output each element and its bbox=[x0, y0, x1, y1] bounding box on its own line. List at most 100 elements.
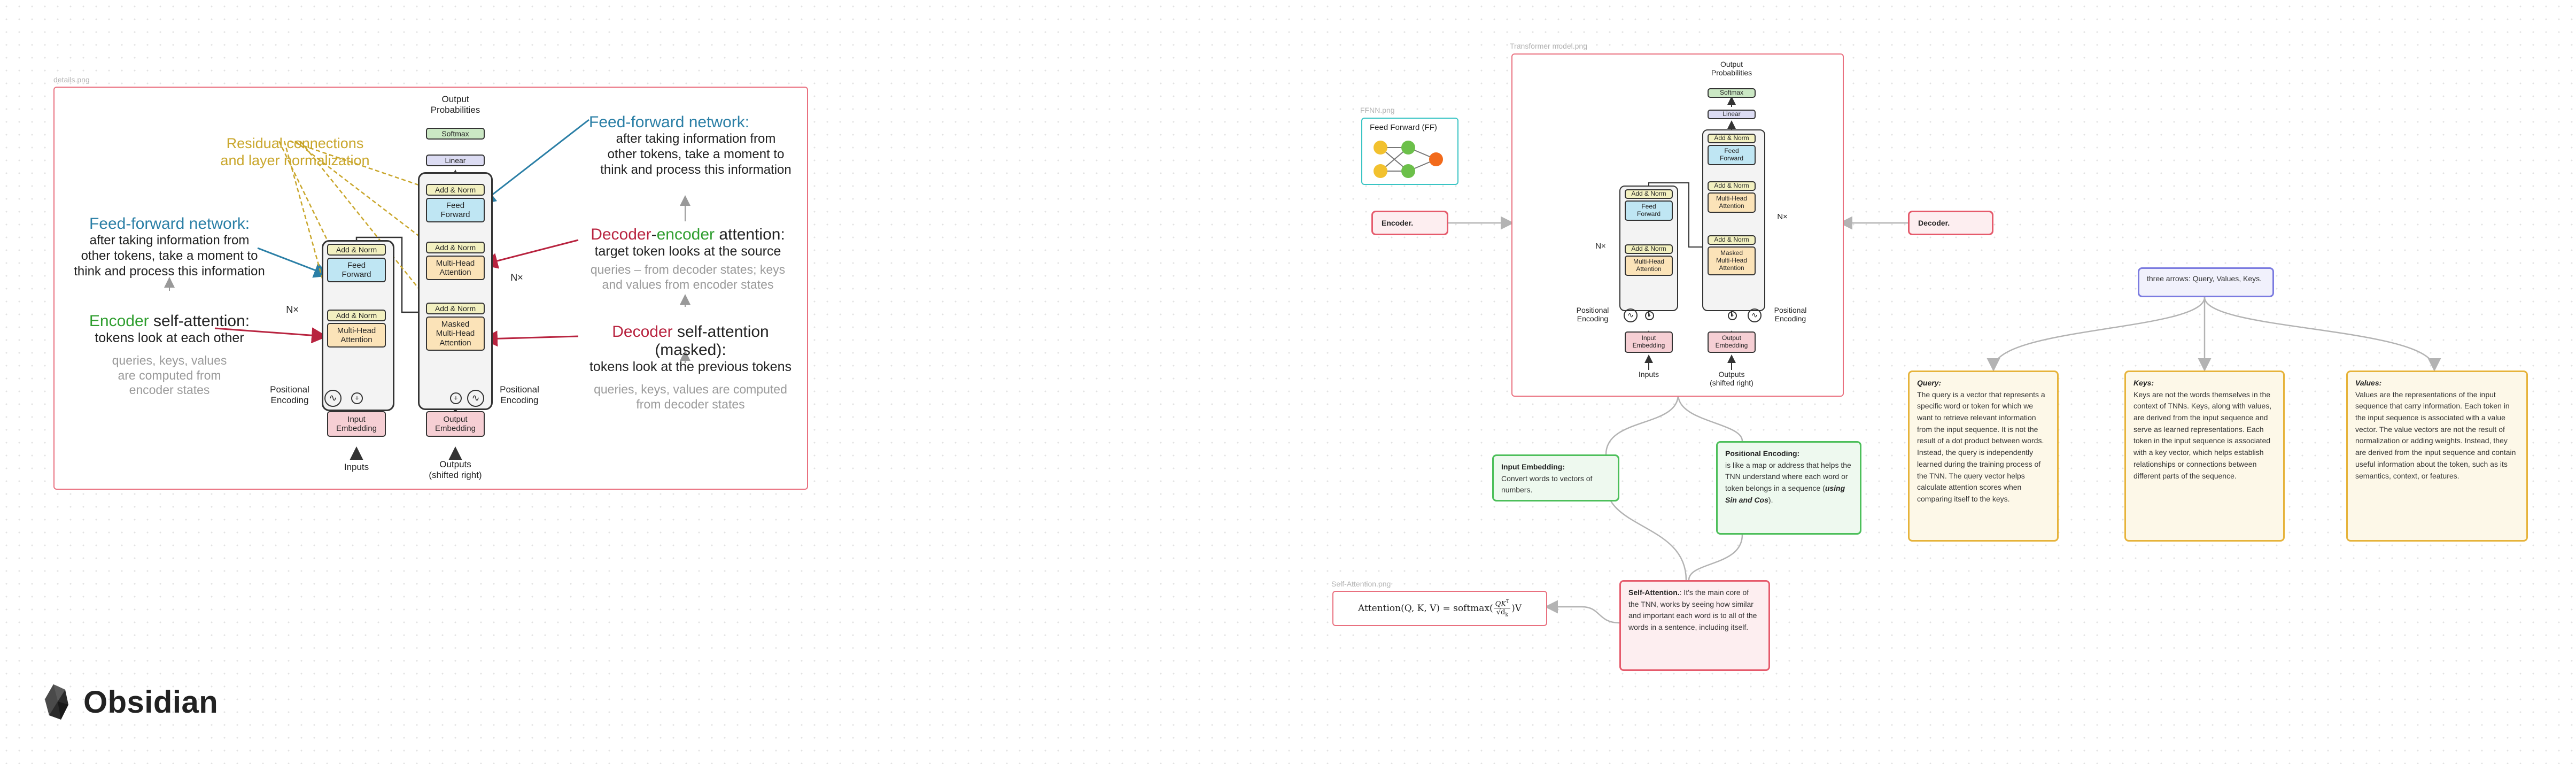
positional-title: Positional Encoding: bbox=[1725, 449, 1800, 458]
dec-self-gray: queries, keys, values are computed from … bbox=[594, 382, 787, 411]
self-attention-title: Self-Attention. bbox=[1628, 588, 1680, 597]
attention-formula-image[interactable]: Attention(Q, K, V) = softmax( QKT √dk )V bbox=[1332, 591, 1547, 626]
t-output-probabilities: Output Probabilities bbox=[1711, 60, 1752, 77]
enc-self-rest: self-attention: bbox=[149, 312, 250, 330]
dec-linear: Linear bbox=[426, 155, 485, 166]
encoder-card-text: Encoder. bbox=[1382, 219, 1414, 227]
encoder-self-attention-annotation: Encoder self-attention: tokens look at e… bbox=[79, 312, 260, 398]
t-dec-multi-head-attention: Multi-Head Attention bbox=[1708, 192, 1756, 213]
query-title: Query: bbox=[1917, 379, 1942, 387]
dec-enc-body: target token looks at the source bbox=[594, 244, 781, 259]
t-dec-add-norm-1: Add & Norm bbox=[1708, 134, 1756, 143]
dec-feed-forward: Feed Forward bbox=[426, 198, 485, 222]
dec-sine-icon: ∿ bbox=[467, 390, 484, 407]
t-decoder-nx: N× bbox=[1777, 212, 1788, 221]
dec-enc-word2: encoder bbox=[656, 226, 715, 243]
enc-sine-icon: ∿ bbox=[324, 390, 342, 407]
ffnn-image[interactable]: Feed Forward (FF) bbox=[1361, 118, 1458, 185]
ffn-left-title: Feed-forward network: bbox=[89, 215, 250, 233]
outputs-label: Outputs (shifted right) bbox=[429, 459, 482, 480]
positional-body: is like a map or address that helps the … bbox=[1725, 460, 1851, 493]
t-enc-feed-forward: Feed Forward bbox=[1625, 200, 1673, 221]
enc-plus-icon: + bbox=[351, 392, 363, 404]
inputs-label: Inputs bbox=[344, 462, 369, 472]
values-body: Values are the representations of the in… bbox=[2355, 390, 2516, 480]
formula-sub: k bbox=[1505, 612, 1508, 618]
ffn-right-title: Feed-forward network: bbox=[589, 113, 750, 131]
values-title: Values: bbox=[2355, 379, 2382, 387]
input-embedding-body: Convert words to vectors of numbers. bbox=[1501, 474, 1593, 495]
decoder-card[interactable]: Decoder. bbox=[1908, 211, 1993, 235]
t-enc-add-norm-bottom: Add & Norm bbox=[1625, 244, 1673, 254]
dec-enc-rest: attention: bbox=[715, 226, 785, 243]
t-dec-masked-attention: Masked Multi-Head Attention bbox=[1708, 246, 1756, 275]
file-label-transformer: Transformer model.png bbox=[1510, 42, 1587, 50]
dec-add-norm-3: Add & Norm bbox=[426, 303, 485, 314]
enc-feed-forward: Feed Forward bbox=[327, 258, 386, 282]
dec-masked-attention: Masked Multi-Head Attention bbox=[426, 317, 485, 351]
self-attention-body: : It's the main core of the TNN, works b… bbox=[1628, 588, 1757, 632]
file-label-ffnn: FFNN.png bbox=[1360, 106, 1395, 114]
dec-multi-head-attention: Multi-Head Attention bbox=[426, 256, 485, 280]
dec-enc-word1: Decoder bbox=[591, 226, 651, 243]
input-embedding-title: Input Embedding: bbox=[1501, 462, 1565, 471]
three-arrows-card[interactable]: three arrows: Query, Values, Keys. bbox=[2138, 267, 2274, 297]
dec-softmax: Softmax bbox=[426, 128, 485, 140]
ffnn-network-diagram bbox=[1374, 141, 1443, 178]
keys-body: Keys are not the words themselves in the… bbox=[2133, 390, 2272, 480]
details-image[interactable]: N× Add & Norm Feed Forward Add & Norm Mu… bbox=[53, 87, 808, 490]
decoder-encoder-annotation: Decoder-encoder attention: target token … bbox=[573, 226, 803, 292]
enc-self-body: tokens look at each other bbox=[95, 330, 244, 345]
keys-card[interactable]: Keys: Keys are not the words themselves … bbox=[2124, 371, 2285, 542]
t-dec-add-norm-2: Add & Norm bbox=[1708, 181, 1756, 191]
residual-annotation: Residual connections and layer normaliza… bbox=[220, 135, 370, 169]
t-enc-positional-encoding: Positional Encoding bbox=[1576, 306, 1609, 323]
query-body: The query is a vector that represents a … bbox=[1917, 390, 2045, 503]
ffn-right-body: after taking information from other toke… bbox=[600, 132, 792, 177]
ffn-left-annotation: Feed-forward network: after taking infor… bbox=[68, 215, 271, 279]
formula-den: √d bbox=[1496, 608, 1506, 616]
three-arrows-text: three arrows: Query, Values, Keys. bbox=[2147, 274, 2262, 283]
obsidian-logo-icon bbox=[42, 683, 74, 721]
formula-num: QK bbox=[1495, 599, 1507, 608]
formula-sup: T bbox=[1506, 599, 1510, 605]
positional-encoding-card[interactable]: Positional Encoding: is like a map or ad… bbox=[1716, 441, 1861, 535]
enc-add-norm-bottom: Add & Norm bbox=[327, 310, 386, 321]
encoder-card[interactable]: Encoder. bbox=[1371, 211, 1448, 235]
positional-end: ). bbox=[1768, 495, 1773, 504]
file-label-details: details.png bbox=[53, 75, 90, 84]
t-enc-multi-head-attention: Multi-Head Attention bbox=[1625, 256, 1673, 276]
values-card[interactable]: Values: Values are the representations o… bbox=[2346, 371, 2528, 542]
t-inputs-label: Inputs bbox=[1638, 370, 1659, 379]
t-enc-sine-icon: ∿ bbox=[1624, 308, 1638, 322]
transformer-image[interactable]: N× Add & Norm Feed Forward Add & Norm Mu… bbox=[1511, 53, 1844, 397]
t-dec-positional-encoding: Positional Encoding bbox=[1774, 306, 1807, 323]
t-dec-linear: Linear bbox=[1708, 110, 1756, 119]
dec-output-embedding: Output Embedding bbox=[426, 411, 485, 437]
enc-input-embedding: Input Embedding bbox=[327, 411, 386, 437]
query-card[interactable]: Query: The query is a vector that repres… bbox=[1908, 371, 2059, 542]
ffn-left-body: after taking information from other toke… bbox=[74, 233, 265, 279]
self-attention-card[interactable]: Self-Attention.: It's the main core of t… bbox=[1619, 580, 1770, 671]
ffnn-title: Feed Forward (FF) bbox=[1370, 123, 1437, 132]
dec-plus-icon: + bbox=[450, 392, 462, 404]
dec-enc-gray: queries – from decoder states; keys and … bbox=[590, 263, 786, 291]
keys-title: Keys: bbox=[2133, 379, 2154, 387]
t-dec-plus-icon: + bbox=[1728, 311, 1737, 320]
dec-self-word: Decoder bbox=[612, 323, 673, 341]
t-enc-plus-icon: + bbox=[1645, 311, 1654, 320]
dec-enc-dash: - bbox=[651, 226, 657, 243]
enc-multi-head-attention: Multi-Head Attention bbox=[327, 323, 386, 348]
input-embedding-card[interactable]: Input Embedding: Convert words to vector… bbox=[1492, 454, 1619, 501]
t-dec-softmax: Softmax bbox=[1708, 88, 1756, 98]
t-outputs-label: Outputs (shifted right) bbox=[1710, 370, 1753, 387]
t-encoder-nx: N× bbox=[1595, 242, 1606, 251]
ffn-right-annotation: Feed-forward network: after taking infor… bbox=[589, 113, 803, 178]
dec-self-rest: self-attention (masked): bbox=[655, 323, 769, 359]
dec-positional-encoding: Positional Encoding bbox=[500, 384, 539, 405]
enc-self-gray: queries, keys, values are computed from … bbox=[112, 353, 227, 397]
enc-add-norm-top: Add & Norm bbox=[327, 244, 386, 256]
t-dec-sine-icon: ∿ bbox=[1748, 308, 1762, 322]
decoder-nx: N× bbox=[510, 272, 523, 283]
